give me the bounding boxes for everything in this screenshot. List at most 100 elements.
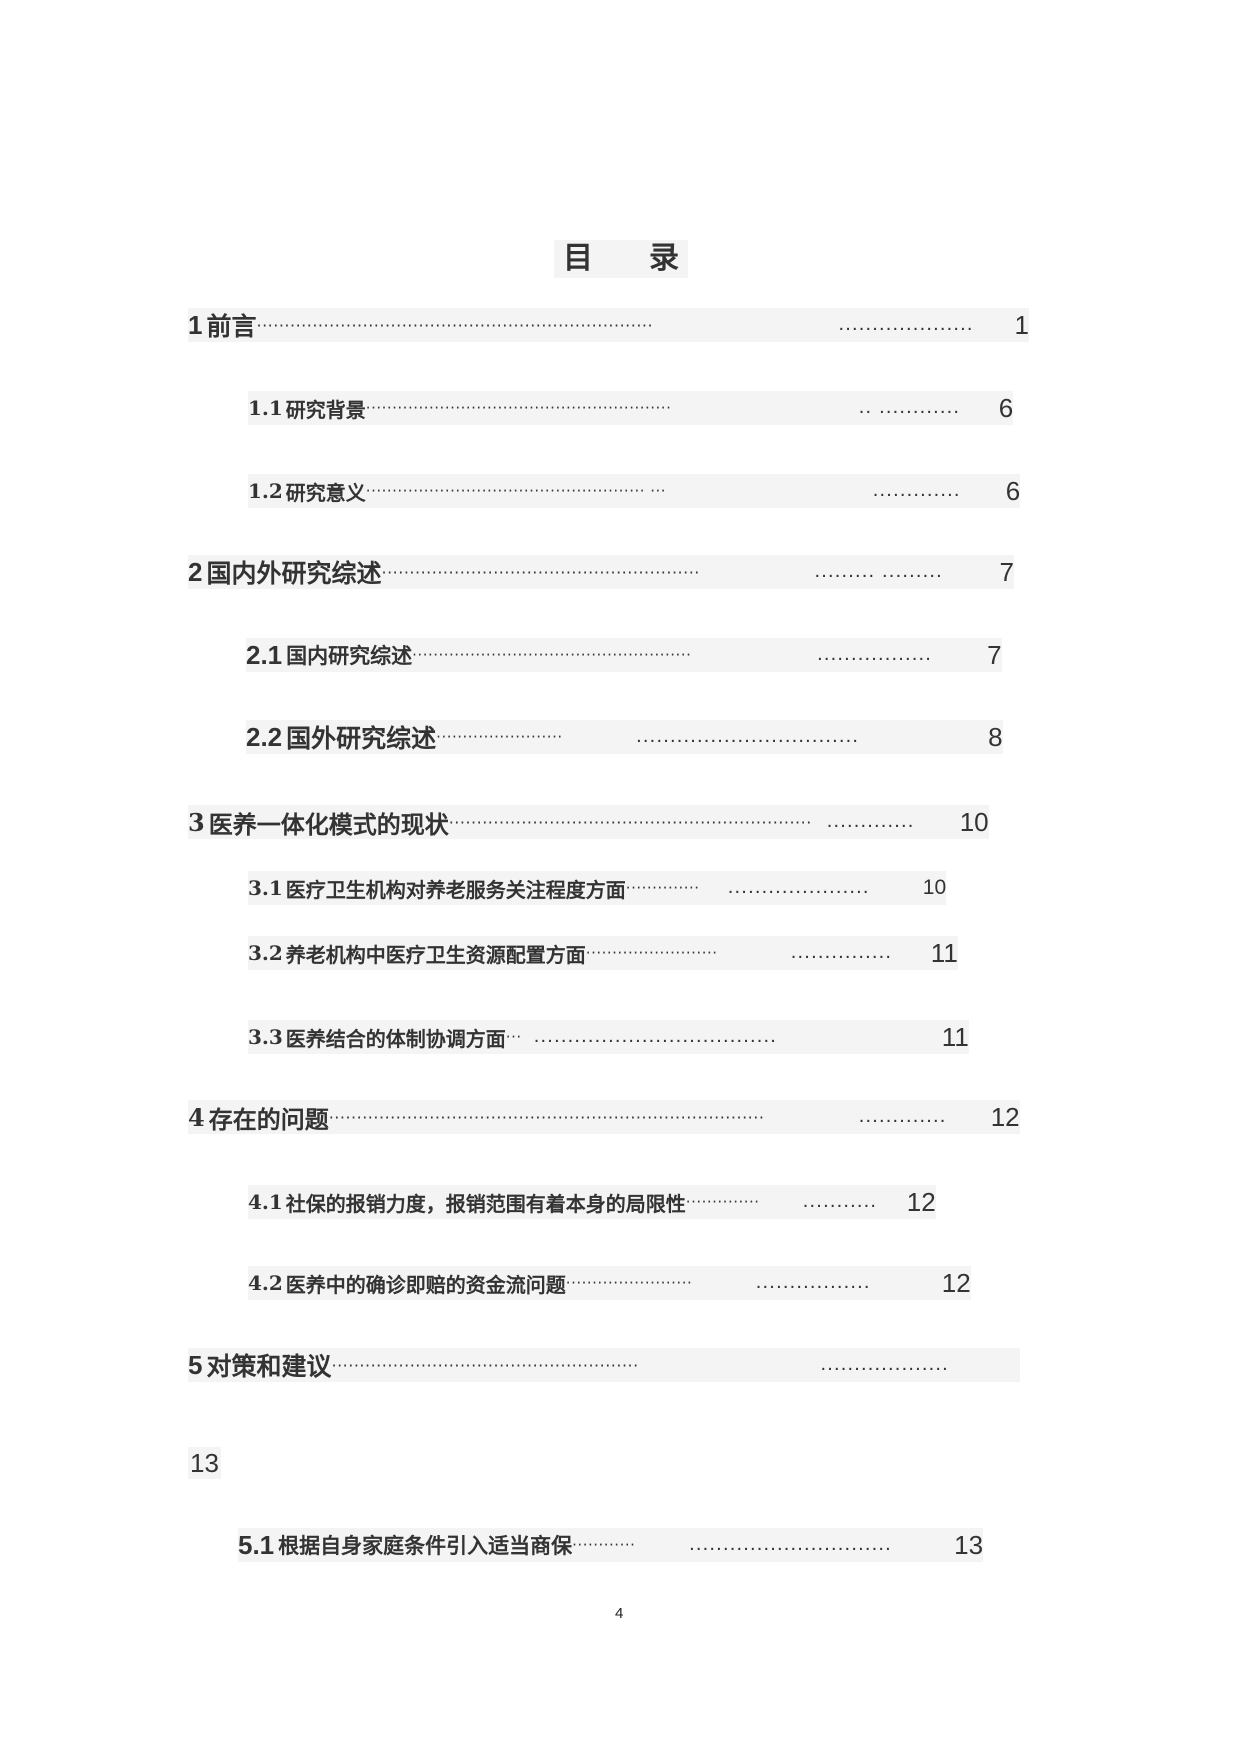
toc-leader: ········································… [365,474,873,508]
toc-title-char: 目 [563,241,593,276]
toc-entry-text: 国外研究综述 [286,724,437,753]
toc-entry-text: 研究意义 [285,480,366,505]
toc-leader: ............... [790,936,931,970]
toc-page-number: 1 [1014,308,1029,342]
toc-entry-text: 国内外研究综述 [206,559,382,588]
toc-leader: ························ [436,720,637,754]
toc-leader: .. ............ [858,391,999,425]
toc-entry-number: 1.2 [248,479,283,503]
toc-leader: ········································… [328,1100,859,1134]
toc-page-number: 7 [987,638,1002,672]
toc-entry-number: 5.1 [238,1529,275,1560]
toc-leader: ........... [802,1185,907,1219]
toc-page-number: 10 [959,805,989,839]
toc-entry-text: 对策和建议 [206,1352,332,1381]
toc-leader: ·············· [685,1185,803,1219]
toc-leader: ··· [505,1020,534,1054]
toc-page-number: 6 [998,391,1014,425]
toc-leader: ......... ......... [814,555,1000,589]
toc-entry-number: 3.3 [248,1025,283,1049]
toc-leader: ········································… [412,638,818,672]
toc-leader: ························· [585,936,791,970]
toc-entry-text: 医养结合的体制协调方面 [285,1026,506,1051]
toc-entry-number: 1.1 [248,396,283,420]
toc-entry-text: 医疗卫生机构对养老服务关注程度方面 [285,877,626,902]
toc-leader: .................................... [533,1020,942,1054]
toc-leader: .............................. [689,1528,955,1562]
toc-entry-text: 社保的报销力度，报销范围有着本身的局限性 [285,1191,686,1216]
toc-leader: ................. [755,1266,942,1300]
toc-entry-text: 前言 [206,312,257,341]
toc-entry-text: 根据自身家庭条件引入适当商保 [278,1534,573,1558]
toc-title-char: 录 [649,241,679,276]
toc-leader: ............. [826,805,960,839]
toc-leader: ............. [872,474,1006,508]
toc-entry-text: 研究背景 [285,397,366,422]
toc-leader: ········································… [381,555,815,589]
toc-entry-number: 3.2 [248,941,283,965]
toc-title: 目录 [554,240,688,278]
toc-page-number: 6 [1005,474,1021,508]
toc-leader: ·············· [625,871,728,905]
toc-page-number: 11 [941,1020,969,1054]
toc-leader: ········································… [448,805,827,839]
toc-page-number: 13 [954,1528,984,1562]
toc-leader: ................................. [636,720,989,754]
page-number: 4 [615,1605,624,1622]
toc-leader: ········································… [256,308,839,342]
toc-entry-number: 2 [188,556,203,587]
toc-leader: .................... [838,308,1015,342]
toc-entry-text: 国内研究综述 [286,644,413,668]
toc-page-number: 12 [941,1266,971,1300]
toc-entry-text: 存在的问题 [208,1104,329,1134]
toc-page-number: 10 [922,871,947,905]
toc-leader: ························ [565,1266,756,1300]
toc-page-number: 11 [930,936,958,970]
toc-entry-number: 4 [188,1102,205,1132]
toc-leader: ········································… [365,391,859,425]
toc-entry-number: 3.1 [248,876,283,900]
toc-entry-number: 4.2 [248,1271,283,1295]
toc-page-number: 8 [988,720,1003,754]
toc-leader: ................... [820,1348,1021,1382]
toc-leader: ············ [572,1528,690,1562]
toc-page-number: 12 [990,1100,1020,1134]
toc-leader: ................. [817,638,988,672]
toc-leader: ········································… [331,1348,821,1382]
toc-entry-text: 养老机构中医疗卫生资源配置方面 [285,942,586,967]
toc-entry-number: 5 [188,1349,203,1380]
toc-leader: ..................... [727,871,923,905]
toc-entry-number: 2.1 [246,639,283,670]
toc-entry-number: 4.1 [248,1190,283,1214]
toc-entry-text: 医养中的确诊即赔的资金流问题 [285,1272,566,1297]
